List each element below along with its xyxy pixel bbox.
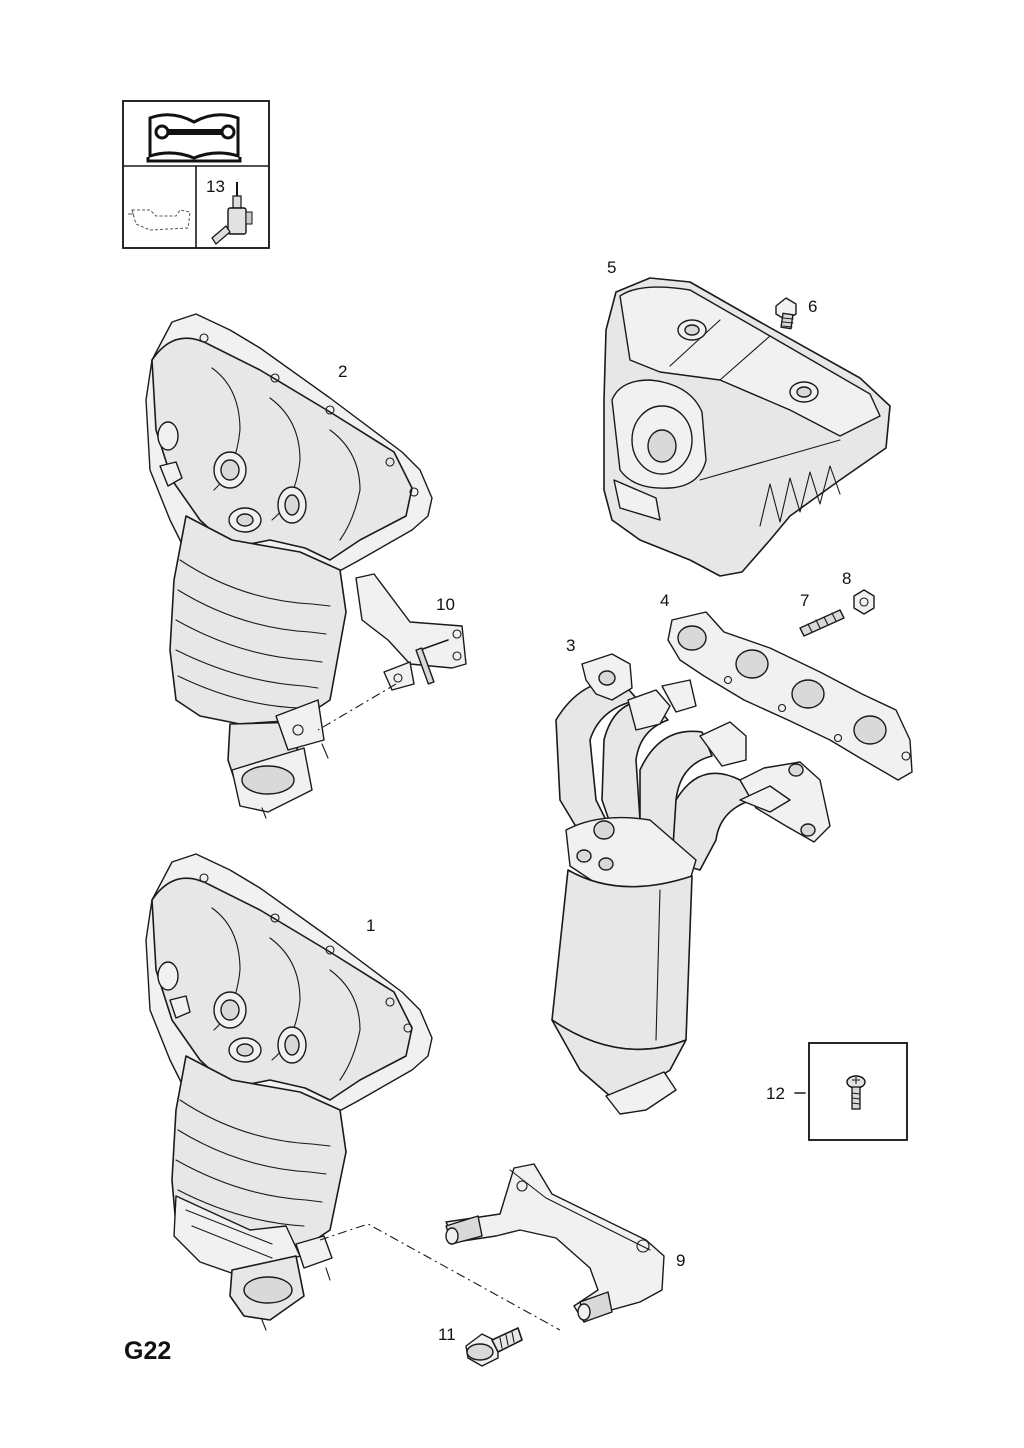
leader-line-10 bbox=[317, 683, 397, 731]
callout-1: 1 bbox=[366, 916, 375, 935]
callout-5: 5 bbox=[607, 258, 616, 277]
part-10-bracket bbox=[355, 573, 467, 691]
part-3-manifold-converter bbox=[551, 653, 831, 1115]
callout-12: 12 bbox=[766, 1084, 785, 1103]
callout-6: 6 bbox=[808, 297, 817, 316]
callout-10: 10 bbox=[436, 595, 455, 614]
part-8-nut bbox=[853, 589, 875, 615]
callout-11: 11 bbox=[438, 1325, 456, 1344]
screw-icon bbox=[846, 1075, 866, 1110]
callout-2: 2 bbox=[338, 362, 347, 381]
manual-wrench-icon bbox=[146, 113, 242, 163]
part-7-stud bbox=[799, 609, 845, 637]
legend-part-number: 13 bbox=[206, 177, 225, 196]
callout-7: 7 bbox=[800, 591, 809, 610]
page-code: G22 bbox=[124, 1337, 171, 1365]
part-4-gasket bbox=[667, 611, 913, 781]
leader-line-9 bbox=[319, 1223, 561, 1331]
part-11-flange-bolt bbox=[465, 1327, 523, 1367]
part-2-catalytic-converter bbox=[145, 313, 433, 819]
outline-sketch-icon bbox=[128, 209, 191, 231]
part-12-screw-box bbox=[794, 1042, 908, 1141]
part-1-catalytic-converter bbox=[145, 853, 433, 1331]
callout-4: 4 bbox=[660, 591, 669, 610]
sensor-connector-icon bbox=[211, 182, 253, 245]
callout-9: 9 bbox=[676, 1251, 685, 1270]
part-6-bolt bbox=[775, 297, 797, 330]
part-5-heat-shield bbox=[603, 277, 891, 577]
part-9-bracket bbox=[445, 1163, 665, 1323]
callout-3: 3 bbox=[566, 636, 575, 655]
legend-box: 13 bbox=[122, 100, 270, 249]
callout-8: 8 bbox=[842, 569, 851, 588]
